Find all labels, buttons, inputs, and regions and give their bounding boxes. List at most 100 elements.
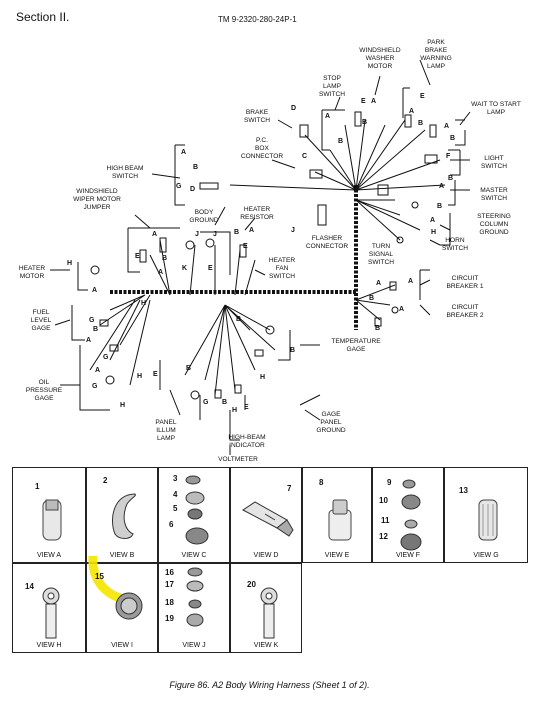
svg-text:J: J bbox=[213, 231, 217, 238]
svg-text:H: H bbox=[431, 229, 436, 236]
svg-text:D: D bbox=[291, 105, 296, 112]
label-voltmeter: VOLTMETER bbox=[218, 456, 258, 463]
document-number: TM 9-2320-280-24P-1 bbox=[218, 15, 297, 24]
callout-18: 18 bbox=[165, 598, 174, 607]
terminal-sleeve-icon bbox=[328, 499, 352, 541]
callout-13: 13 bbox=[459, 486, 468, 495]
svg-text:J: J bbox=[195, 231, 199, 238]
label-heater-resistor: HEATER bbox=[244, 206, 270, 213]
view-h: 14 VIEW H bbox=[12, 563, 86, 653]
label-turn-signal-switch: TURN bbox=[372, 243, 391, 250]
label-steering-column-ground: STEERING bbox=[477, 213, 511, 220]
figure-caption: Figure 86. A2 Body Wiring Harness (Sheet… bbox=[169, 680, 370, 690]
label-heater-motor: HEATER bbox=[19, 265, 45, 272]
label-fuel-level-gage: FUEL bbox=[33, 309, 50, 316]
label-flasher-connector: FLASHER bbox=[312, 235, 343, 242]
label-light-switch: LIGHT bbox=[484, 155, 503, 162]
svg-text:G: G bbox=[203, 399, 209, 406]
svg-text:A: A bbox=[92, 287, 97, 294]
view-label: VIEW J bbox=[182, 642, 206, 649]
callout-9: 9 bbox=[387, 478, 392, 487]
svg-text:A: A bbox=[430, 217, 435, 224]
callout-11: 11 bbox=[381, 516, 390, 525]
svg-text:B: B bbox=[437, 203, 442, 210]
svg-text:G: G bbox=[103, 354, 109, 361]
callout-2: 2 bbox=[103, 476, 108, 485]
svg-text:J: J bbox=[291, 227, 295, 234]
label-stop-lamp-switch: STOP bbox=[323, 75, 341, 82]
view-label: VIEW H bbox=[36, 642, 62, 649]
view-label: VIEW D bbox=[253, 552, 279, 559]
label-windshield-washer-motor: WINDSHIELD bbox=[359, 47, 401, 54]
callout-15: 15 bbox=[95, 572, 104, 581]
view-label: VIEW C bbox=[181, 552, 207, 559]
label-circuit-breaker-2: CIRCUIT bbox=[452, 304, 479, 311]
svg-text:E: E bbox=[244, 404, 249, 411]
svg-text:B: B bbox=[193, 164, 198, 171]
view-f: 9 10 11 12 VIEW F bbox=[372, 467, 444, 563]
svg-text:B: B bbox=[362, 119, 367, 126]
view-j: 16 17 18 19 VIEW J bbox=[158, 563, 230, 653]
grommet-stack-icon bbox=[400, 479, 422, 551]
svg-text:A: A bbox=[408, 278, 413, 285]
terminal-sleeve-icon bbox=[42, 499, 62, 541]
label-horn-switch: HORN bbox=[445, 237, 465, 244]
svg-text:E: E bbox=[420, 93, 425, 100]
ring-terminal-icon bbox=[260, 587, 278, 639]
svg-text:A: A bbox=[152, 231, 157, 238]
view-d: 7 VIEW D bbox=[230, 467, 302, 563]
ring-terminal-icon bbox=[42, 587, 60, 639]
grommet-stack-icon bbox=[185, 475, 209, 545]
terminal-sleeve-icon bbox=[478, 499, 498, 541]
view-label: VIEW G bbox=[473, 552, 499, 559]
callout-6: 6 bbox=[169, 520, 174, 529]
callout-10: 10 bbox=[379, 496, 388, 505]
view-c: 3 4 5 6 VIEW C bbox=[158, 467, 230, 563]
svg-text:B: B bbox=[162, 255, 167, 262]
view-label: VIEW A bbox=[36, 552, 62, 559]
label-high-beam-switch: HIGH BEAM bbox=[106, 165, 143, 172]
svg-text:B: B bbox=[450, 135, 455, 142]
label-high-beam-indicator: HIGH-BEAM bbox=[228, 434, 265, 441]
svg-text:B: B bbox=[375, 325, 380, 332]
svg-text:B: B bbox=[236, 316, 241, 323]
view-e: 8 VIEW E bbox=[302, 467, 372, 563]
hook-clip-icon bbox=[112, 493, 136, 539]
svg-text:VOLTMETER: VOLTMETER bbox=[218, 456, 258, 463]
svg-text:A: A bbox=[86, 337, 91, 344]
callout-8: 8 bbox=[319, 478, 324, 487]
callout-16: 16 bbox=[165, 568, 174, 577]
svg-text:E: E bbox=[361, 98, 366, 105]
callout-12: 12 bbox=[379, 532, 388, 541]
label-park-brake-warning-lamp: PARK bbox=[427, 39, 445, 46]
svg-text:F: F bbox=[446, 153, 451, 160]
svg-text:H: H bbox=[232, 407, 237, 414]
connector-body-icon bbox=[242, 501, 294, 537]
round-connector-icon bbox=[115, 592, 143, 620]
view-a: 1 VIEW A bbox=[12, 467, 86, 563]
label-gage-panel-ground: GAGE bbox=[321, 411, 341, 418]
view-label: VIEW I bbox=[111, 642, 133, 649]
section-heading: Section II. bbox=[16, 10, 70, 24]
svg-text:B: B bbox=[186, 365, 191, 372]
